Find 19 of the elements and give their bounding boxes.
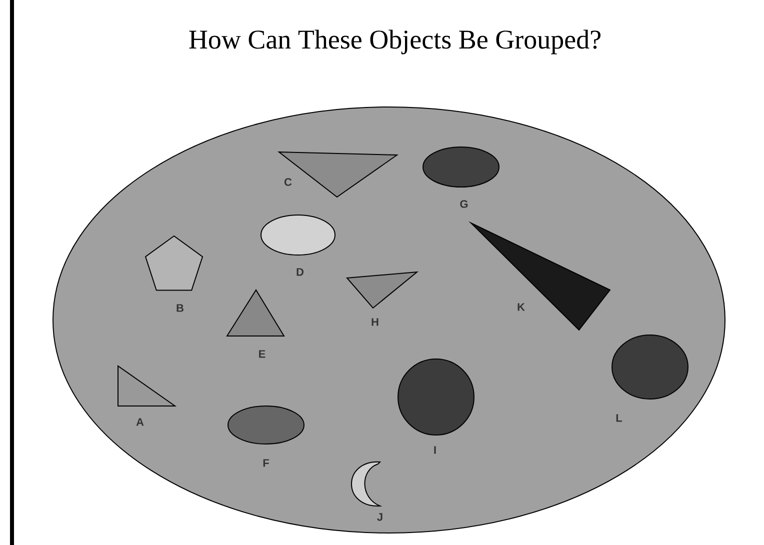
ellipse-shape	[422, 146, 500, 188]
circle-shape	[398, 358, 474, 436]
circle-shape	[612, 334, 688, 400]
title: How Can These Objects Be Grouped?	[189, 30, 600, 54]
crescent-shape	[351, 461, 380, 506]
ellipse-shape	[228, 405, 304, 444]
shape-letter: C	[284, 178, 292, 186]
shape-letter: G	[460, 200, 468, 208]
ellipse-shape	[260, 214, 336, 256]
shape-letter: E	[259, 350, 266, 358]
shape-letter: A	[136, 418, 144, 426]
shape-letter: L	[616, 414, 622, 422]
shape-letter: K	[518, 303, 525, 311]
shape-letter: I	[434, 446, 436, 454]
shape-letter: H	[372, 318, 378, 326]
shape-letter: D	[296, 268, 304, 276]
shape-letter: B	[176, 304, 184, 312]
shape-letter: F	[263, 459, 269, 467]
shape-letter: J	[377, 513, 382, 521]
